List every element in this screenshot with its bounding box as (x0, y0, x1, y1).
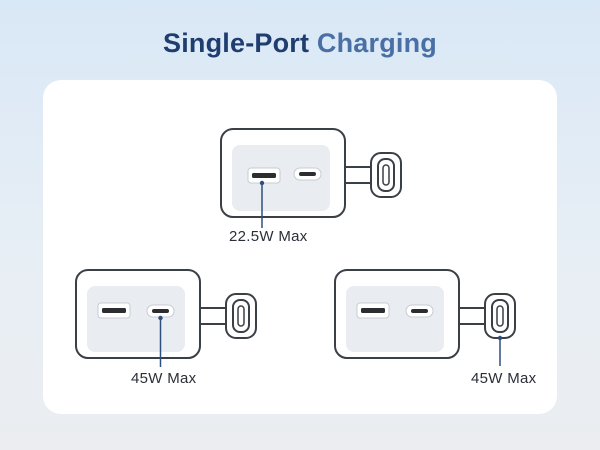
charger-usb-a-illustration (220, 128, 402, 228)
charger-face (346, 286, 444, 352)
indicator-dot (158, 315, 163, 321)
indicator-dot (259, 180, 265, 186)
charger-face (232, 145, 330, 211)
charger-3-label: 45W Max (471, 370, 537, 387)
charger-usb-c-illustration (75, 269, 257, 367)
charger-face (87, 286, 185, 352)
charger-2-label: 45W Max (131, 370, 197, 387)
indicator-dot (497, 335, 503, 341)
title-part-1: Single-Port (162, 28, 310, 58)
charger-cable-illustration (334, 269, 516, 366)
page-title: Single-Port Charging (0, 28, 600, 59)
title-part-2: Charging (316, 28, 438, 58)
charger-1-label: 22.5W Max (229, 228, 308, 245)
